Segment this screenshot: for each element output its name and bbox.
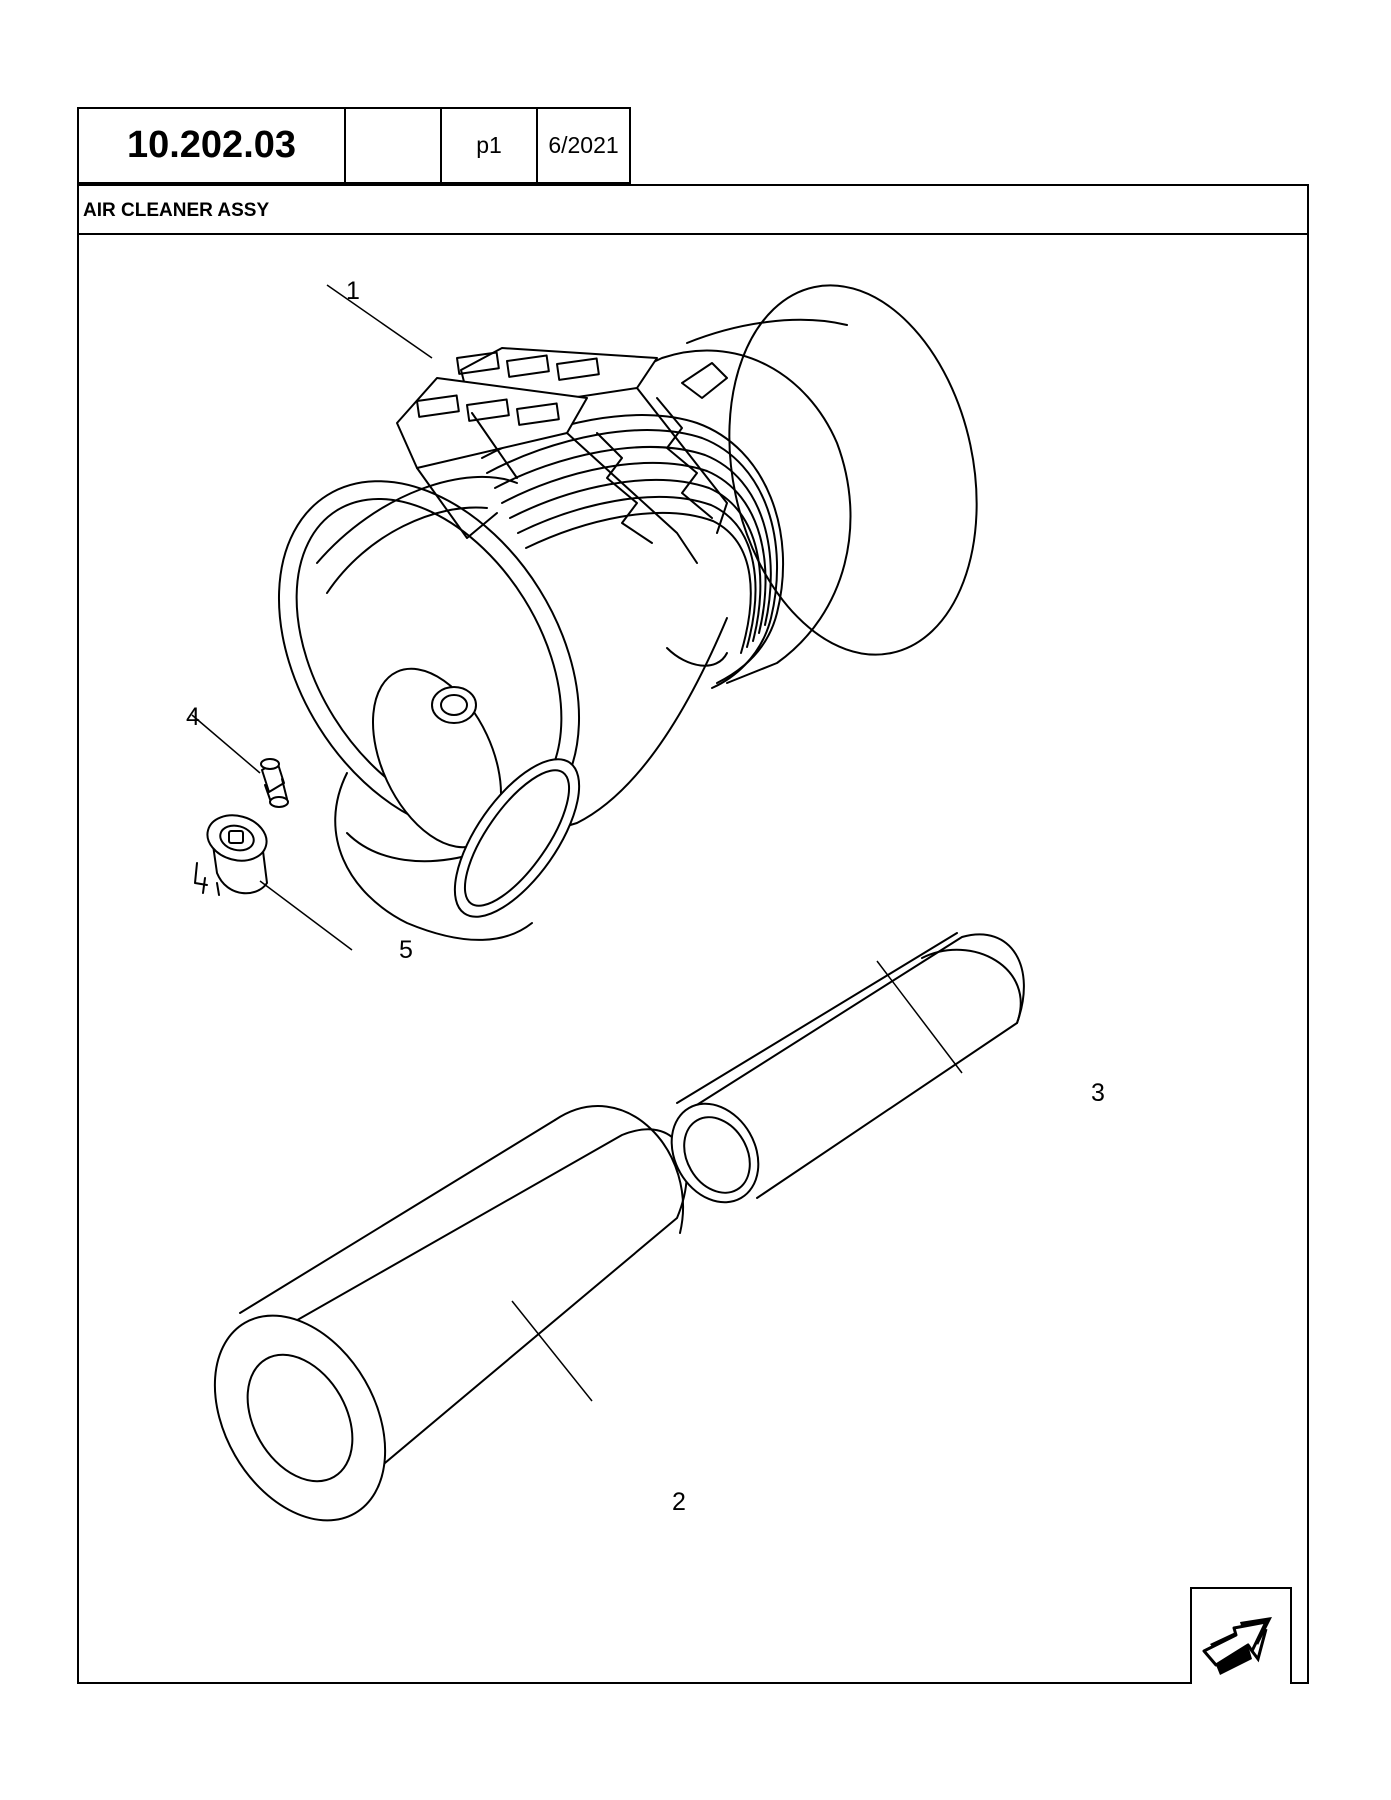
- leader-3: [876, 960, 963, 1074]
- part-1-air-cleaner-housing: [277, 284, 978, 941]
- exploded-parts-drawing: [191, 284, 1025, 1522]
- arrow-next-icon: [1202, 1617, 1272, 1675]
- callout-4: 4: [186, 703, 200, 731]
- callout-1: 1: [346, 277, 360, 305]
- leader-5: [259, 880, 353, 951]
- part-2-primary-filter: [213, 1105, 688, 1522]
- section-title: AIR CLEANER ASSY: [77, 184, 1309, 235]
- leader-1: [326, 284, 433, 359]
- part-3-secondary-filter: [670, 932, 1025, 1204]
- next-page-button[interactable]: [1190, 1587, 1292, 1684]
- header-row: 10.202.03 p1 6/2021: [77, 107, 631, 184]
- part-4-fitting: [260, 758, 289, 808]
- section-code: 10.202.03: [77, 107, 346, 184]
- page-number: p1: [440, 107, 538, 184]
- leader-4: [191, 714, 261, 774]
- part-5-valve: [194, 814, 268, 896]
- callout-3: 3: [1091, 1079, 1105, 1107]
- callout-5: 5: [399, 936, 413, 964]
- header-blank-cell: [344, 107, 442, 184]
- revision-date: 6/2021: [536, 107, 631, 184]
- drawing-frame: [77, 233, 1309, 1684]
- leader-2: [511, 1300, 593, 1402]
- callout-2: 2: [672, 1488, 686, 1516]
